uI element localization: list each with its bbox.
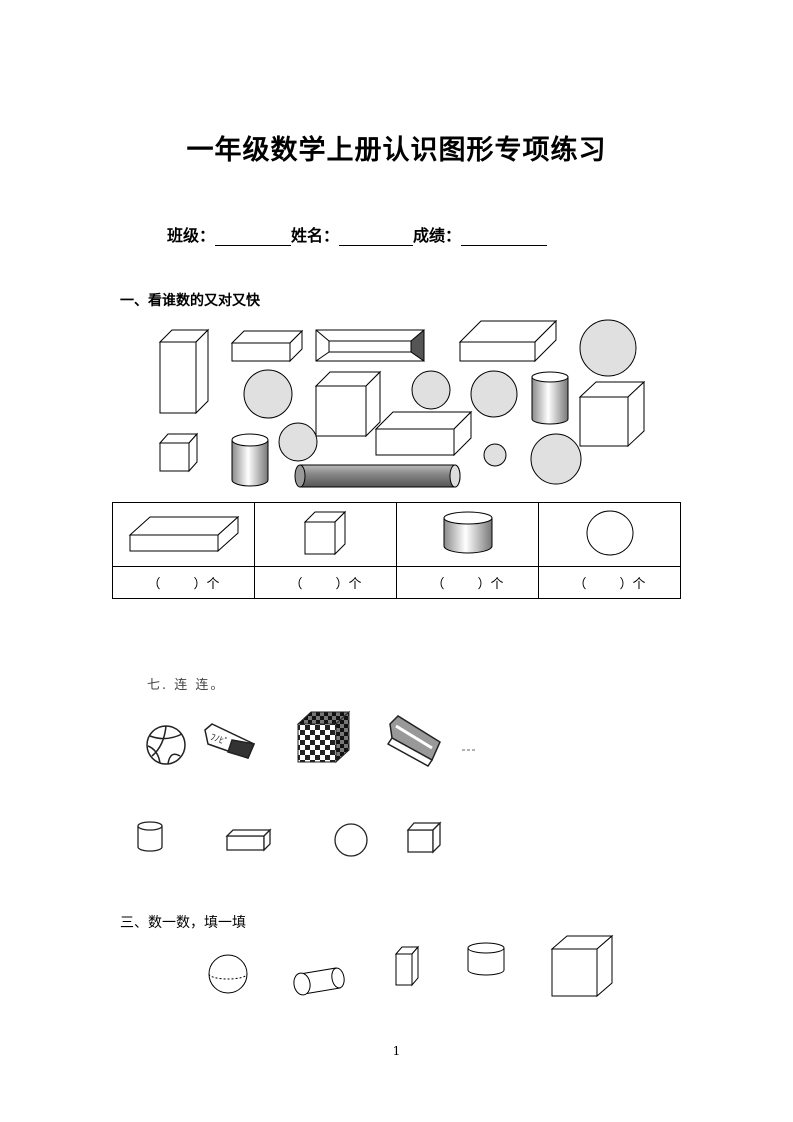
cube-icon — [314, 370, 382, 438]
cylinder-icon — [467, 942, 505, 976]
sphere-icon — [334, 823, 368, 857]
name-label: 姓名： — [291, 226, 340, 245]
count-cell[interactable]: （ ）个 — [396, 566, 539, 599]
cube-icon — [550, 934, 614, 998]
table-cell-cuboid — [112, 502, 255, 567]
chocolate-bar-icon: ﾌﾉﾋﾟ — [204, 723, 256, 759]
cube-icon — [158, 432, 199, 473]
sphere-icon — [530, 433, 582, 485]
tall-cuboid-icon — [394, 945, 420, 987]
table-cell-cylinder — [396, 502, 539, 567]
student-info-row: 班级： 姓名： 成绩： — [167, 222, 548, 246]
cylinder-icon — [531, 371, 569, 425]
table-cell-cube — [254, 502, 397, 567]
cube-icon — [406, 821, 442, 854]
score-label: 成绩： — [413, 226, 462, 245]
count-cell[interactable]: （ ）个 — [112, 566, 255, 599]
class-label: 班级： — [167, 226, 216, 245]
name-blank[interactable] — [339, 227, 414, 246]
cuboid-icon — [225, 828, 272, 852]
section3-shapes — [208, 934, 614, 998]
score-blank[interactable] — [461, 227, 548, 246]
cube-icon — [578, 380, 646, 448]
sphere-icon — [483, 443, 507, 467]
count-table: （ ）个 （ ）个 （ ）个 （ ）个 — [112, 502, 681, 599]
count-cell[interactable]: （ ）个 — [254, 566, 397, 599]
table-cell-sphere — [538, 502, 681, 567]
sphere-icon — [278, 422, 318, 462]
section2-title: 七. 连 连。 — [147, 678, 226, 693]
page-title: 一年级数学上册认识图形专项练习 — [186, 135, 607, 166]
flat-cuboid-icon — [230, 329, 304, 363]
volleyball-icon — [146, 725, 186, 765]
framed-bar-icon — [315, 328, 425, 362]
cylinder-icon — [231, 433, 269, 487]
section2-matching: ﾌﾉﾋﾟ — [137, 710, 476, 857]
section1-title: 一、看谁数的又对又快 — [120, 293, 260, 309]
cube-icon — [303, 510, 346, 555]
section1-shape-cluster — [158, 319, 646, 488]
wide-cuboid-icon — [458, 319, 558, 363]
page-number: 1 — [392, 1044, 401, 1058]
rubiks-cube-icon — [296, 710, 351, 764]
section3-title: 三、数一数，填一填 — [120, 915, 246, 931]
sphere-icon — [470, 370, 518, 418]
sphere-icon — [208, 954, 248, 994]
class-blank[interactable] — [215, 227, 292, 246]
cylinder-icon — [443, 511, 492, 553]
sphere-icon — [579, 319, 637, 377]
cylinder-icon — [137, 821, 163, 852]
count-cell[interactable]: （ ）个 — [538, 566, 681, 599]
sphere-icon — [411, 370, 451, 410]
cuboid-icon — [374, 410, 473, 457]
rod-cylinder-icon — [294, 464, 461, 488]
sphere-icon — [586, 510, 633, 555]
lying-cylinder-icon — [293, 967, 345, 996]
candy-box-icon — [386, 715, 441, 767]
tall-cuboid-icon — [158, 328, 210, 415]
sphere-icon — [243, 369, 293, 419]
cuboid-icon — [128, 515, 239, 552]
